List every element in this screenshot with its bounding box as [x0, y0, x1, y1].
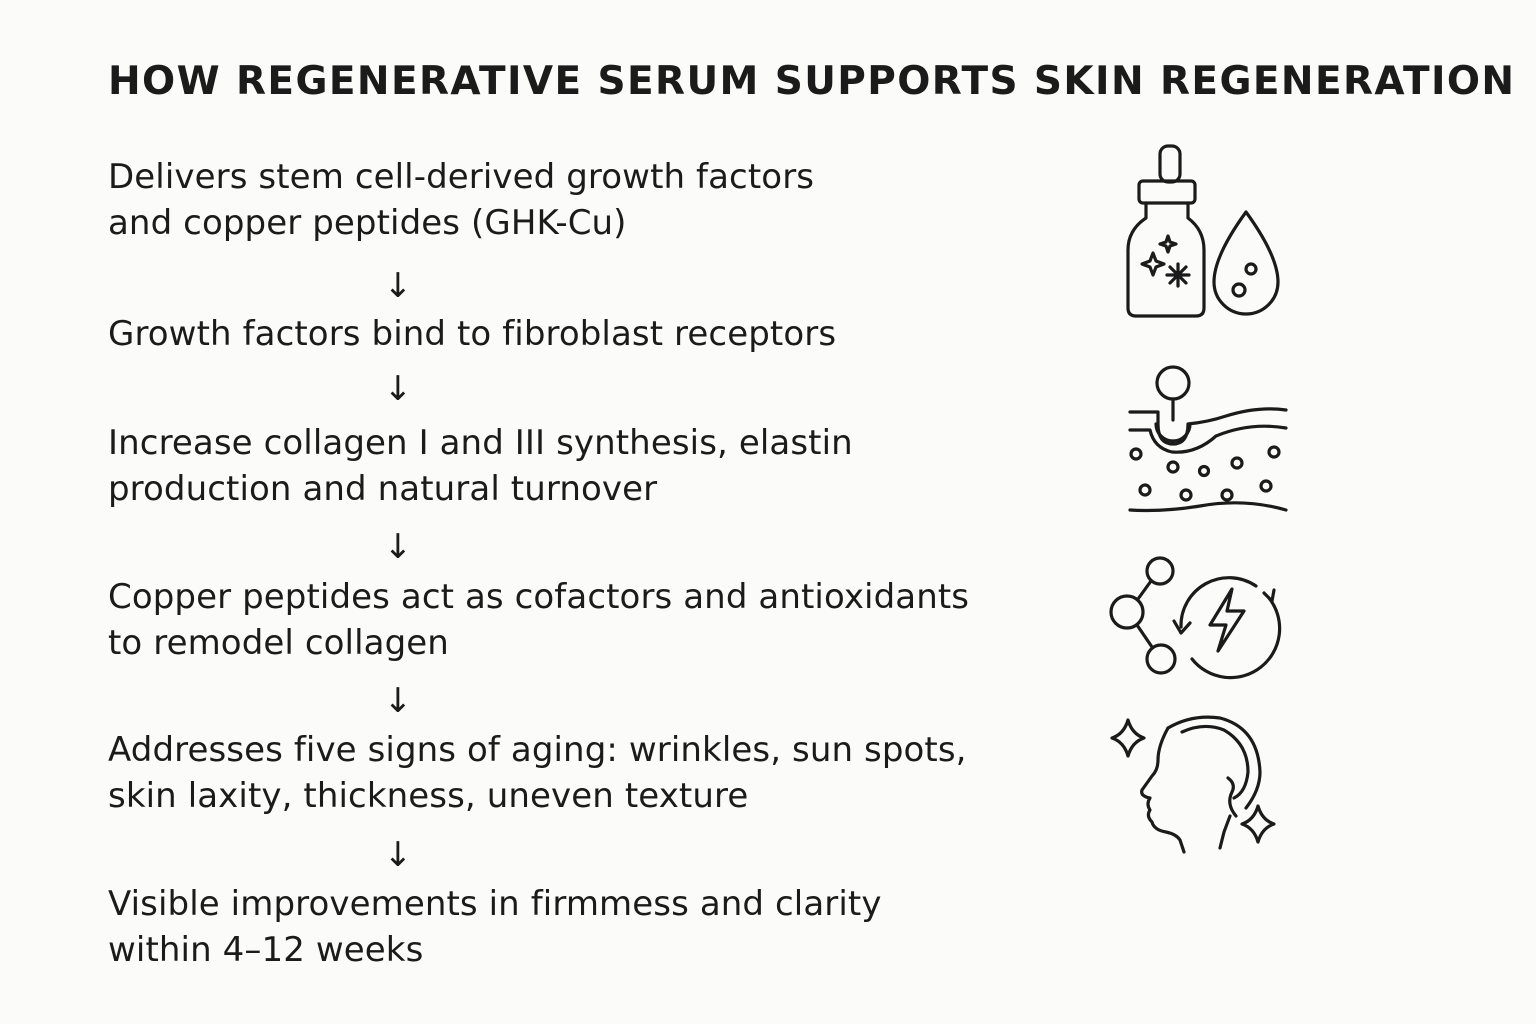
flow-arrow-1: ↓ [383, 266, 413, 306]
receptor-skin-layer-icon [1124, 364, 1294, 519]
flow-arrow-4: ↓ [383, 681, 413, 721]
molecule-energy-cycle-icon [1106, 553, 1286, 683]
step-5-text: Addresses five signs of aging: wrinkles,… [108, 727, 967, 819]
step-4-line-1: Copper peptides act as cofactors and ant… [108, 577, 970, 617]
flow-arrow-3: ↓ [383, 527, 413, 567]
flow-arrow-2: ↓ [383, 369, 413, 409]
step-4-text: Copper peptides act as cofactors and ant… [108, 574, 969, 666]
face-profile-sparkle-icon [1108, 712, 1283, 862]
step-2-line-1: Growth factors bind to fibroblast recept… [108, 314, 837, 354]
step-6-line-2: within 4–12 weeks [108, 930, 424, 970]
step-6-line-1: Visible improvements in firmmess and cla… [108, 884, 882, 924]
step-5-line-2: skin laxity, thickness, uneven texture [108, 776, 749, 816]
step-3-line-1: Increase collagen I and III synthesis, e… [108, 423, 853, 463]
step-1-line-2: and copper peptides (GHK-Cu) [108, 203, 627, 243]
step-1-text: Delivers stem cell-derived growth factor… [108, 154, 814, 246]
step-6-text: Visible improvements in firmmess and cla… [108, 881, 882, 973]
step-2-text: Growth factors bind to fibroblast recept… [108, 311, 836, 357]
page-title: HOW REGENERATIVE SERUM SUPPORTS SKIN REG… [108, 59, 1516, 104]
step-5-line-1: Addresses five signs of aging: wrinkles,… [108, 730, 967, 770]
step-3-line-2: production and natural turnover [108, 469, 658, 509]
step-4-line-2: to remodel collagen [108, 623, 449, 663]
step-1-line-1: Delivers stem cell-derived growth factor… [108, 157, 815, 197]
flow-arrow-5: ↓ [383, 835, 413, 875]
serum-dropper-bottle-icon [1120, 138, 1290, 323]
step-3-text: Increase collagen I and III synthesis, e… [108, 420, 853, 512]
